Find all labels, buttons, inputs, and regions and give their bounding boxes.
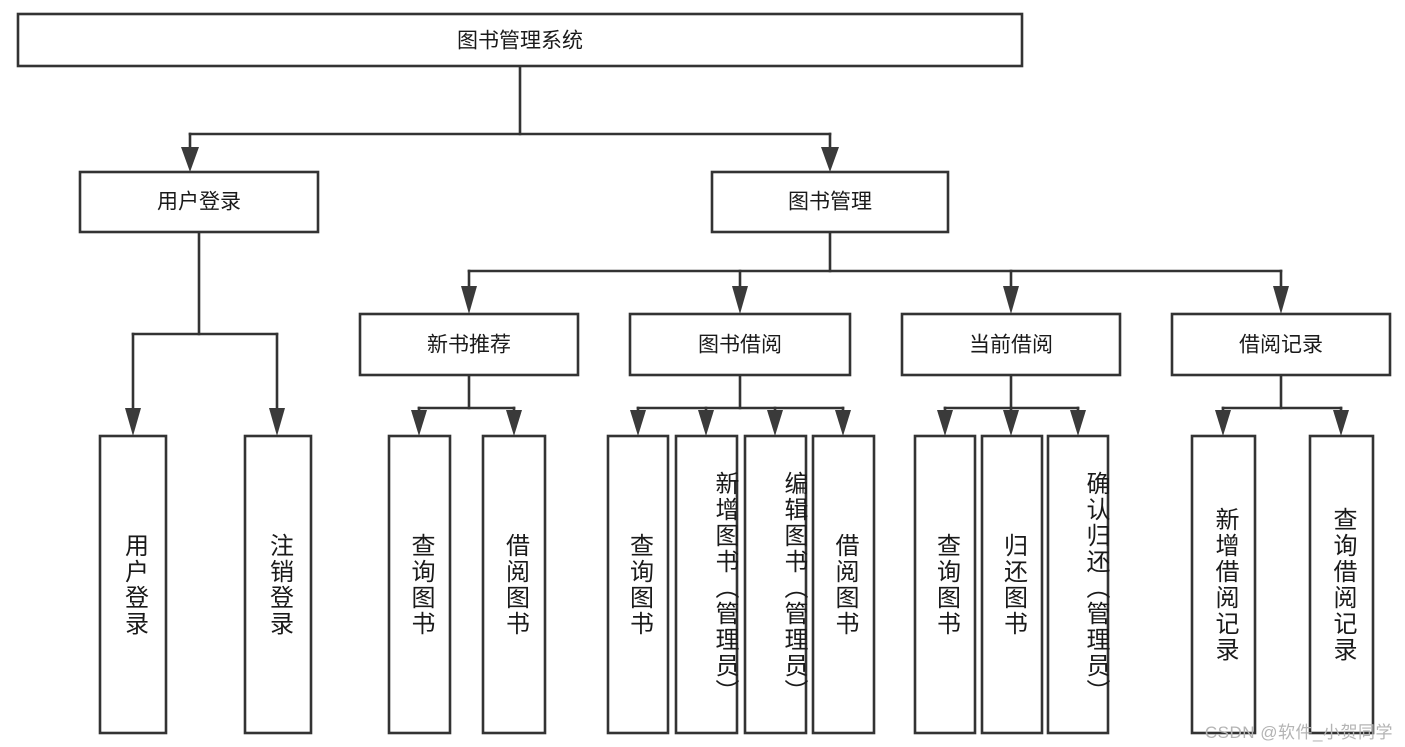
node-new-book-recommend-label: 新书推荐 [427,334,511,357]
leaf-box-confirm-return[interactable] [1046,434,1110,735]
node-user-login[interactable]: 用户登录 [78,170,320,234]
node-root-label: 图书管理系统 [457,30,583,53]
leaf-box-query-book-3[interactable] [913,434,977,735]
node-book-management-label: 图书管理 [788,191,872,214]
connector-bookmgmt-to-level3 [461,230,1289,314]
node-borrow-record[interactable]: 借阅记录 [1170,312,1392,377]
node-root[interactable]: 图书管理系统 [16,12,1024,68]
leaf-box-query-record[interactable] [1308,434,1375,735]
leaf-box-logout[interactable] [243,434,313,735]
connector-root-to-level2 [181,64,839,172]
connector-userlogin-to-leaves [125,230,285,436]
node-user-login-label: 用户登录 [157,191,241,214]
leaf-box-add-book[interactable] [674,434,739,735]
node-current-borrow-label: 当前借阅 [969,334,1053,357]
leaf-box-user-login[interactable] [98,434,168,735]
leaf-box-edit-book[interactable] [743,434,808,735]
leaf-box-query-book-2[interactable] [606,434,670,735]
connector-currentborrow-to-leaves [937,373,1086,436]
csdn-watermark: CSDN @软件_小贺同学 [1204,723,1393,742]
leaf-box-borrow-book-1[interactable] [481,434,547,735]
node-book-management[interactable]: 图书管理 [710,170,950,234]
leaf-box-return-book[interactable] [980,434,1044,735]
node-new-book-recommend[interactable]: 新书推荐 [358,312,580,377]
node-book-borrow-label: 图书借阅 [698,334,782,357]
connector-newbook-to-leaves [411,373,522,436]
node-current-borrow[interactable]: 当前借阅 [900,312,1122,377]
leaf-box-borrow-book-2[interactable] [811,434,876,735]
leaf-box-add-record[interactable] [1190,434,1257,735]
node-book-borrow[interactable]: 图书借阅 [628,312,852,377]
leaf-boxes [98,434,1375,735]
leaf-box-query-book-1[interactable] [387,434,452,735]
node-borrow-record-label: 借阅记录 [1239,334,1323,357]
connector-borrowrecord-to-leaves [1215,373,1349,436]
connector-bookborrow-to-leaves [630,373,851,436]
